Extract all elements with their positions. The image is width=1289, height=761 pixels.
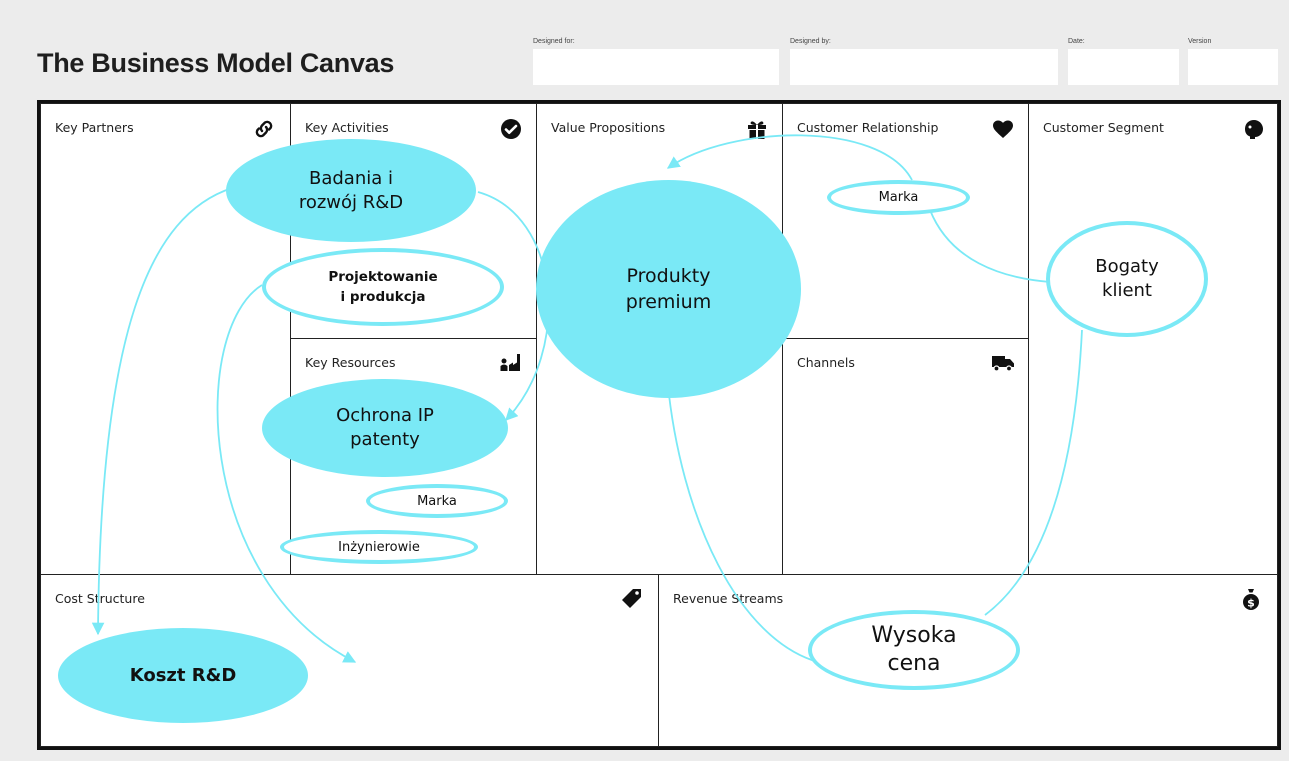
- version-field[interactable]: [1188, 49, 1278, 85]
- person-head-icon: [1241, 117, 1265, 141]
- designed-for-label: Designed for:: [533, 38, 575, 45]
- bubble-badania: Badania i rozwój R&D: [226, 139, 476, 242]
- designed-by-label: Designed by:: [790, 38, 831, 45]
- version-label: Version: [1188, 38, 1212, 45]
- bubble-bogaty: Bogaty klient: [1046, 221, 1208, 337]
- page-title: The Business Model Canvas: [37, 48, 395, 78]
- channels-cell: Channels: [782, 338, 1029, 575]
- revenue-streams-label: Revenue Streams: [673, 591, 784, 606]
- key-resources-label: Key Resources: [305, 355, 396, 370]
- bubble-wysoka: Wysoka cena: [808, 610, 1020, 690]
- bubble-koszt: Koszt R&D: [58, 628, 308, 723]
- customer-segment-label: Customer Segment: [1043, 120, 1164, 135]
- heart-icon: [991, 117, 1015, 141]
- truck-icon: [991, 351, 1015, 375]
- price-tag-icon: [620, 587, 644, 611]
- bubble-marka-relationship: Marka: [827, 180, 970, 215]
- bubble-inzynierowie: Inżynierowie: [280, 530, 478, 564]
- channels-label: Channels: [797, 355, 855, 370]
- bubble-projektowanie: Projektowanie i produkcja: [262, 248, 504, 326]
- value-propositions-label: Value Propositions: [551, 120, 666, 135]
- factory-worker-icon: [499, 351, 523, 375]
- date-label: Date:: [1068, 38, 1085, 45]
- bubble-marka-resources: Marka: [366, 484, 508, 518]
- money-bag-icon: $: [1239, 587, 1263, 611]
- key-activities-label: Key Activities: [305, 120, 389, 135]
- key-partners-label: Key Partners: [55, 120, 134, 135]
- customer-segment-cell: Customer Segment: [1028, 103, 1278, 575]
- gift-icon: [745, 117, 769, 141]
- bubble-produkty: Produkty premium: [536, 180, 801, 398]
- svg-text:$: $: [1247, 597, 1255, 610]
- customer-relationship-cell: Customer Relationship: [782, 103, 1029, 339]
- designed-by-field[interactable]: [790, 49, 1058, 85]
- designed-for-field[interactable]: [533, 49, 779, 85]
- bubble-ochrona: Ochrona IP patenty: [262, 379, 508, 477]
- cost-structure-label: Cost Structure: [55, 591, 145, 606]
- date-field[interactable]: [1068, 49, 1179, 85]
- customer-relationship-label: Customer Relationship: [797, 120, 939, 135]
- checkmark-icon: [499, 117, 523, 141]
- link-icon: [252, 117, 276, 141]
